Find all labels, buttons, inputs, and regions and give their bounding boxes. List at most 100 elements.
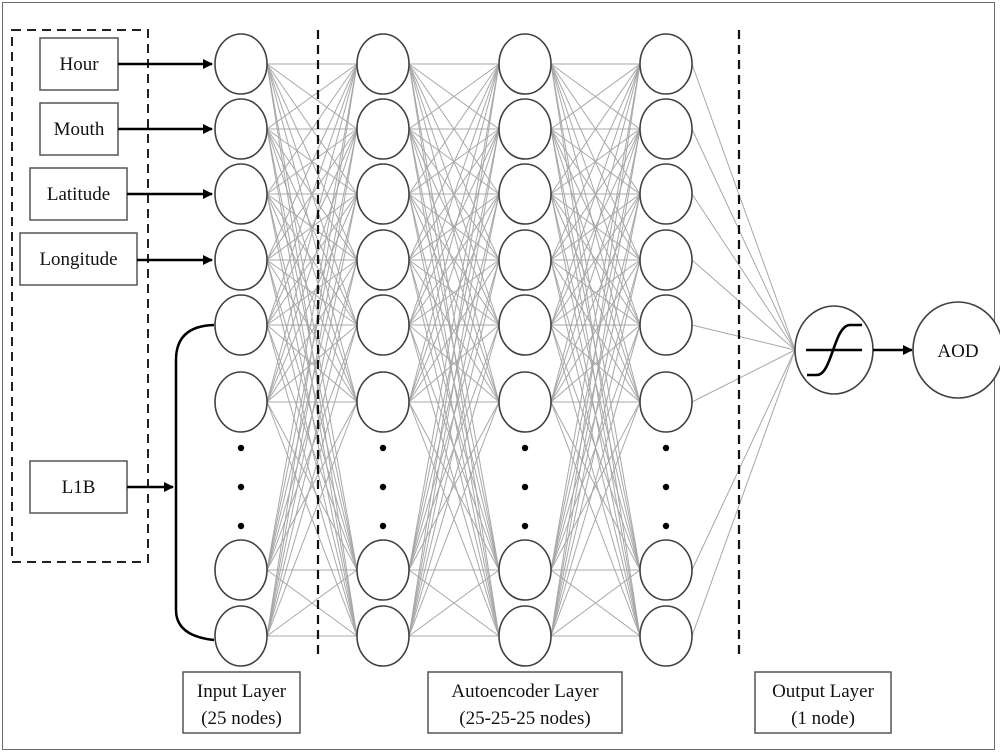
- edge: [550, 63, 641, 571]
- neuron-node: [356, 33, 410, 95]
- ellipsis-dot: [521, 522, 529, 530]
- ellipsis-dot: [662, 522, 670, 530]
- edge: [266, 128, 358, 403]
- edge-to-output: [691, 259, 796, 351]
- caption-input-layer: Input Layer (25 nodes): [182, 671, 301, 734]
- edge: [550, 63, 641, 195]
- neuron-node: [639, 98, 693, 160]
- neuron-node: [498, 605, 552, 667]
- caption-autoencoder-layer: Autoencoder Layer (25-25-25 nodes): [427, 671, 623, 734]
- neuron-node: [639, 371, 693, 433]
- neuron-node: [356, 371, 410, 433]
- aod-output-node: AOD: [912, 301, 1000, 399]
- edge: [266, 63, 358, 326]
- neuron-node: [356, 294, 410, 356]
- edge: [266, 63, 358, 637]
- edge: [266, 259, 358, 403]
- neuron-node: [639, 294, 693, 356]
- edge: [266, 128, 358, 637]
- edge: [550, 63, 641, 637]
- ellipsis-dot: [379, 522, 387, 530]
- neuron-node: [356, 98, 410, 160]
- ellipsis-dot: [237, 522, 245, 530]
- neuron-node: [214, 229, 268, 291]
- neuron-node: [498, 371, 552, 433]
- edge: [408, 63, 500, 130]
- edge: [550, 63, 641, 403]
- edge: [266, 324, 358, 403]
- edge: [266, 63, 358, 195]
- edge: [550, 63, 641, 326]
- neuron-node: [639, 605, 693, 667]
- ellipsis-dot: [379, 444, 387, 452]
- edge: [408, 63, 500, 571]
- input-box-latitude: Latitude: [29, 167, 128, 221]
- input-label-l1b: L1B: [62, 477, 96, 498]
- edge: [550, 193, 641, 637]
- input-label-hour: Hour: [59, 54, 99, 75]
- neuron-node: [356, 229, 410, 291]
- ellipsis-dot: [662, 444, 670, 452]
- neuron-node: [356, 539, 410, 601]
- edge: [266, 259, 358, 326]
- edge: [550, 63, 641, 130]
- edge: [266, 193, 358, 403]
- neuron-node: [356, 163, 410, 225]
- edge: [550, 193, 641, 403]
- edge: [266, 193, 358, 637]
- edge: [408, 63, 500, 195]
- caption-input-line2: (25 nodes): [201, 708, 282, 729]
- edge-to-output: [691, 128, 796, 351]
- edge: [550, 128, 641, 403]
- edge: [550, 259, 641, 326]
- neuron-node: [214, 371, 268, 433]
- autoencoder-layer-3: [639, 33, 693, 667]
- edge: [408, 63, 500, 326]
- neuron-node: [498, 163, 552, 225]
- edge: [266, 63, 358, 403]
- neuron-node: [214, 539, 268, 601]
- edge: [266, 63, 358, 130]
- autoencoder-layer-1: [356, 33, 410, 667]
- edge: [266, 63, 358, 261]
- edge: [408, 128, 500, 403]
- neuron-node: [498, 229, 552, 291]
- l1b-bracket: [174, 323, 215, 642]
- input-layer: [214, 33, 268, 667]
- edge: [266, 259, 358, 637]
- neuron-node: [214, 163, 268, 225]
- caption-output-layer: Output Layer (1 node): [754, 671, 892, 734]
- caption-autoencoder-line2: (25-25-25 nodes): [459, 708, 590, 729]
- edge: [550, 324, 641, 637]
- neuron-node: [639, 229, 693, 291]
- caption-autoencoder-line1: Autoencoder Layer: [451, 681, 599, 702]
- edge: [266, 569, 358, 637]
- sigmoid-curve-icon: [807, 323, 862, 377]
- neuron-node: [214, 294, 268, 356]
- edge: [408, 128, 500, 637]
- edge: [408, 324, 500, 637]
- caption-output-line2: (1 node): [791, 708, 855, 729]
- input-label-longitude: Longitude: [39, 249, 117, 270]
- edge: [266, 401, 358, 637]
- ellipsis-dot: [237, 444, 245, 452]
- edge-to-output: [691, 349, 796, 403]
- edge: [550, 259, 641, 403]
- ellipsis-dot: [521, 444, 529, 452]
- input-group-dashed-box: [11, 29, 149, 563]
- neuron-node: [498, 33, 552, 95]
- edge: [550, 569, 641, 637]
- neuron-node: [498, 294, 552, 356]
- ellipsis-dot: [521, 483, 529, 491]
- edge-to-output: [691, 349, 796, 637]
- edge: [408, 569, 500, 637]
- edge: [550, 259, 641, 637]
- edge: [550, 63, 641, 261]
- edge: [408, 63, 500, 261]
- input-box-hour: Hour: [39, 37, 119, 91]
- neuron-node: [498, 539, 552, 601]
- edge-to-output: [691, 349, 796, 571]
- input-label-month: Mouth: [54, 119, 105, 140]
- edge: [408, 259, 500, 637]
- edge: [550, 401, 641, 637]
